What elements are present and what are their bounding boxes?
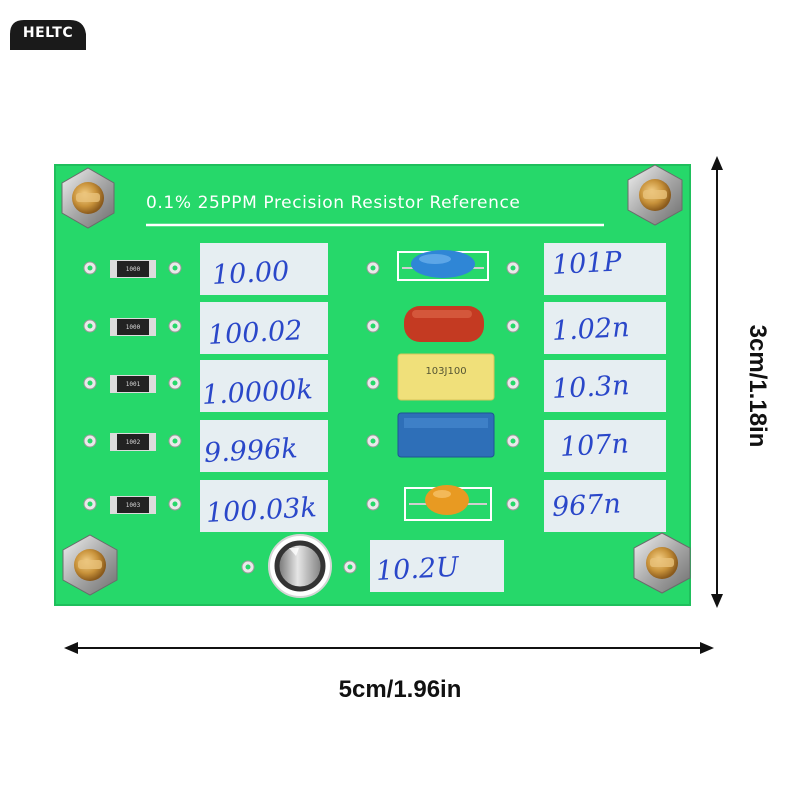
resistor-2-code: 1000 [126, 324, 141, 331]
resistor-rows: 1000 1000 1001 1002 1003 [83, 260, 182, 514]
width-dimension-label: 5cm/1.96in [338, 676, 462, 703]
resistor-row-4: 1002 [83, 433, 182, 451]
standoff-bottom-right [633, 532, 691, 594]
electrolytic-value: 10.2U [375, 551, 460, 587]
height-dimension-label: 3cm/1.18in [744, 324, 771, 448]
resistor-1-code: 1000 [126, 266, 141, 273]
electrolytic-value-panel [370, 540, 504, 592]
resistor-row-1: 1000 [83, 260, 182, 278]
capacitor-3-code: 103J100 [425, 366, 466, 377]
brand-logo-text: HELTC [22, 25, 74, 41]
electrolytic-capacitor [241, 534, 357, 598]
width-dimension-arrow [64, 642, 714, 654]
pcb-silkscreen-title: 0.1% 25PPM Precision Resistor Reference [146, 193, 521, 213]
film-capacitor-yellow [397, 353, 495, 401]
capacitor-3-value: 10.3n [551, 369, 631, 405]
capacitor-2-value: 1.02n [551, 311, 631, 347]
resistor-row-5: 1003 [83, 496, 182, 514]
ceramic-capacitor-blue [411, 250, 475, 278]
standoff-top-right [627, 164, 683, 226]
tantalum-capacitor-orange [425, 485, 469, 515]
height-dimension-arrow [711, 156, 723, 608]
capacitor-1-value: 101P [551, 246, 623, 281]
resistor-row-2: 1000 [83, 318, 182, 336]
capacitor-5-value: 967n [551, 488, 622, 523]
capacitor-row-5 [366, 485, 520, 521]
standoff-top-left [61, 167, 115, 229]
resistor-row-3: 1001 [83, 375, 182, 393]
resistor-5-code: 1003 [126, 502, 141, 509]
resistor-3-code: 1001 [126, 381, 141, 388]
capacitor-row-4 [366, 412, 520, 458]
capacitor-row-3: 103J100 [366, 353, 520, 401]
standoff-bottom-left [62, 534, 118, 596]
capacitor-4-value: 107n [559, 428, 630, 463]
capacitor-row-2 [366, 306, 520, 342]
resistor-1-value: 10.00 [211, 255, 291, 291]
brand-logo [10, 20, 86, 50]
resistor-5-value: 100.03k [205, 492, 318, 529]
capacitor-value-panels [544, 243, 666, 532]
resistor-3-value: 1.0000k [201, 374, 314, 411]
resistor-4-code: 1002 [126, 439, 141, 446]
capacitor-row-1 [366, 250, 520, 281]
resistor-4-value: 9.996k [203, 433, 299, 469]
resistor-value-panels [200, 243, 328, 532]
resistor-2-value: 100.02 [207, 315, 304, 351]
capacitor-rows: 103J100 [366, 250, 520, 521]
